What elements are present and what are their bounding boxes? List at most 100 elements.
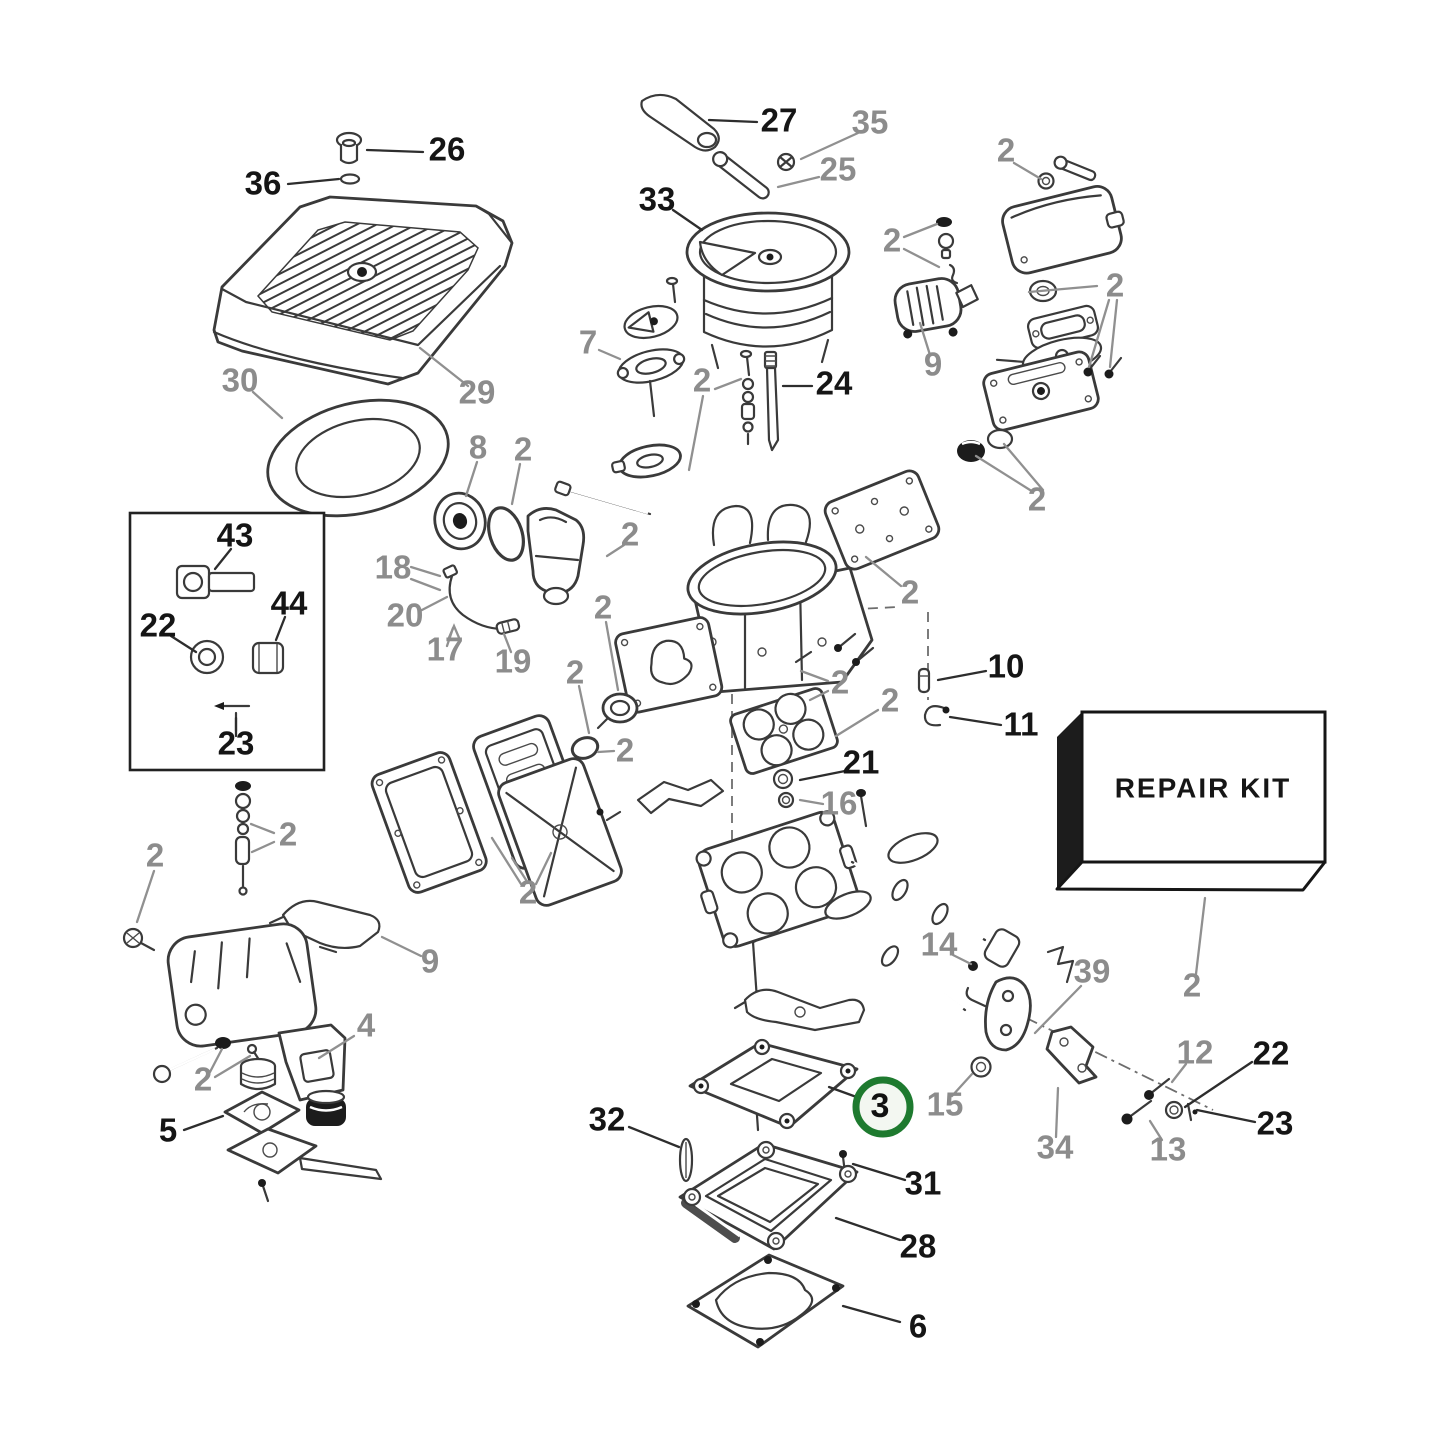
part-callout-31-14: 31 bbox=[905, 1165, 942, 1202]
resonator-part bbox=[893, 277, 979, 339]
leader-line-4-48 bbox=[317, 1034, 356, 1060]
leader-line-20-33 bbox=[418, 595, 449, 613]
part-callout-27-2: 27 bbox=[761, 102, 798, 139]
repair-kit-box: REPAIR KIT bbox=[1055, 710, 1327, 892]
leader-line-30-19 bbox=[251, 390, 284, 420]
part-callout-2-24: 2 bbox=[693, 362, 711, 399]
part-callout-2-38: 2 bbox=[566, 654, 584, 691]
part-callout-2-25: 2 bbox=[997, 132, 1015, 169]
leader-line-2-45 bbox=[249, 822, 276, 835]
leader-line-32-17 bbox=[627, 1125, 681, 1149]
part-callout-35-21: 35 bbox=[852, 104, 889, 141]
highlight-circle bbox=[852, 1076, 914, 1138]
part-callout-7-23: 7 bbox=[579, 324, 597, 361]
inlet-needle-stack-part bbox=[234, 781, 252, 896]
choke-cap-part bbox=[616, 276, 686, 418]
leader-line-6-16 bbox=[841, 1304, 902, 1324]
part-callout-15-54: 15 bbox=[927, 1086, 964, 1123]
leader-line-2-24 bbox=[713, 377, 743, 391]
part-callout-23-8: 23 bbox=[218, 725, 255, 762]
breather-hose-part bbox=[640, 93, 720, 152]
part-callout-4-48: 4 bbox=[357, 1007, 376, 1044]
leader-line-2-26 bbox=[902, 247, 941, 269]
part-callout-21-9: 21 bbox=[843, 744, 880, 781]
cover-knob-part bbox=[335, 131, 363, 165]
dowel-pin-part bbox=[917, 667, 931, 694]
part-callout-23-13: 23 bbox=[1257, 1105, 1294, 1142]
part-callout-32-17: 32 bbox=[589, 1101, 626, 1138]
screw-13-part bbox=[1121, 1099, 1153, 1125]
nut-15-part bbox=[970, 1056, 992, 1078]
needle-valve-part bbox=[739, 349, 780, 452]
leader-line-39-51 bbox=[1033, 984, 1083, 1035]
o-ring-32-part bbox=[678, 1137, 694, 1183]
part-callout-29-20: 29 bbox=[459, 374, 496, 411]
part-callout-2-41: 2 bbox=[881, 682, 899, 719]
part-callout-2-37: 2 bbox=[594, 589, 612, 626]
part-callout-39-51: 39 bbox=[1074, 953, 1111, 990]
vent-tube-part bbox=[712, 151, 770, 200]
part-callout-6-16: 6 bbox=[909, 1308, 927, 1345]
part-callout-28-15: 28 bbox=[900, 1228, 937, 1265]
pump-nut-part bbox=[772, 768, 794, 790]
repair-kit-label: REPAIR KIT bbox=[1115, 772, 1292, 803]
leader-line-9-47 bbox=[380, 935, 423, 958]
leader-line-35-21 bbox=[799, 131, 860, 161]
leader-line-2-45 bbox=[250, 840, 276, 854]
leader-line-2-40 bbox=[799, 669, 830, 683]
leader-line-36-1 bbox=[286, 177, 341, 186]
base-gasket-3-part bbox=[688, 1038, 859, 1130]
leader-line-2-29 bbox=[974, 454, 1032, 492]
leader-line-2-40 bbox=[808, 689, 830, 702]
part-callout-2-52: 2 bbox=[1183, 967, 1201, 1004]
part-callout-2-36: 2 bbox=[621, 516, 639, 553]
check-valve-grommet-part bbox=[596, 692, 639, 730]
part-callout-26-0: 26 bbox=[429, 131, 466, 168]
spacer-44-part bbox=[251, 641, 285, 675]
throttle-body-part bbox=[695, 810, 862, 949]
highlighted-part-3-marker[interactable]: 3 bbox=[827, 1076, 914, 1138]
part-callout-9-47: 9 bbox=[421, 943, 439, 980]
leader-line-2-44 bbox=[534, 851, 553, 886]
bowl-gasket-plate-part bbox=[823, 469, 941, 571]
cover-seal-ring-part bbox=[266, 398, 450, 518]
leader-line-27-2 bbox=[707, 118, 759, 124]
part-callout-43-5: 43 bbox=[217, 517, 254, 554]
leader-line-34-55 bbox=[1054, 1086, 1060, 1139]
leader-line-19-35 bbox=[502, 632, 513, 654]
part-callout-25-22: 25 bbox=[820, 151, 857, 188]
leader-line-28-15 bbox=[834, 1216, 902, 1242]
pump-base-plate-part bbox=[226, 1127, 383, 1203]
leader-line-12-53 bbox=[1170, 1062, 1188, 1084]
leader-line-2-46 bbox=[135, 869, 156, 924]
bowl-cover-braced-part bbox=[497, 757, 623, 907]
leader-line-2-44 bbox=[510, 856, 530, 885]
choke-wire-part bbox=[442, 564, 521, 642]
seal-ring-16-part bbox=[777, 791, 795, 809]
part-callout-2-28: 2 bbox=[1106, 267, 1124, 304]
link-rod-part bbox=[554, 480, 652, 516]
part-callout-17-34: 17 bbox=[427, 631, 464, 668]
part-callout-22-12: 22 bbox=[1253, 1035, 1290, 1072]
air-cleaner-part bbox=[685, 211, 851, 370]
leader-line-2-41 bbox=[834, 708, 880, 738]
part-callout-16-42: 16 bbox=[821, 785, 858, 822]
leader-line-2-44 bbox=[490, 836, 523, 886]
leader-line-2-36 bbox=[605, 543, 626, 558]
part-callout-13-56: 13 bbox=[1150, 1131, 1187, 1168]
engine-cover-part bbox=[212, 195, 514, 386]
leader-line-10-10 bbox=[936, 669, 988, 682]
o-ring-part bbox=[487, 506, 525, 562]
part-callout-8-30: 8 bbox=[469, 429, 487, 466]
part-callout-2-26: 2 bbox=[883, 222, 901, 259]
leader-line-2-24 bbox=[687, 394, 705, 472]
leader-line-2-49 bbox=[208, 1047, 224, 1074]
metering-plate-part bbox=[614, 616, 724, 714]
cover-washer-part bbox=[339, 173, 361, 185]
part-callout-33-3: 33 bbox=[639, 181, 676, 218]
leader-line-2-29 bbox=[1002, 442, 1045, 492]
diaphragm-5-part bbox=[223, 1090, 301, 1135]
small-o-ring-part bbox=[570, 736, 600, 760]
